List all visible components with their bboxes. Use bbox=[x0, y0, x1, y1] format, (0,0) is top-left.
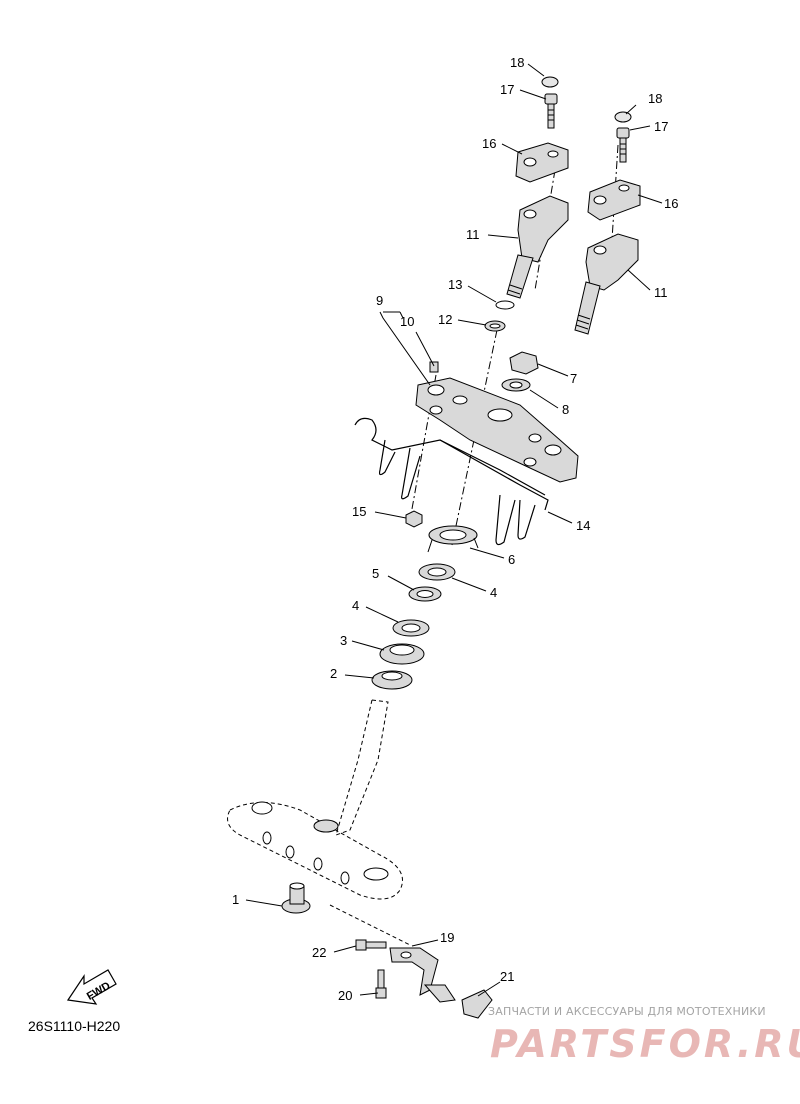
label-4-right: 4 bbox=[490, 585, 497, 600]
ring-nut-4-upper bbox=[418, 563, 456, 581]
washer-13 bbox=[495, 300, 515, 310]
label-11-left: 11 bbox=[466, 227, 480, 242]
label-9: 9 bbox=[376, 293, 383, 308]
label-17-left: 17 bbox=[500, 82, 514, 97]
label-16-right: 16 bbox=[664, 196, 678, 211]
wire-guide-14 bbox=[354, 417, 549, 546]
fwd-arrow-icon: FWD bbox=[66, 969, 117, 1005]
label-6: 6 bbox=[508, 552, 515, 567]
stem-collar bbox=[251, 801, 389, 885]
bearing-cover-3 bbox=[379, 643, 425, 665]
label-11-right: 11 bbox=[654, 285, 668, 300]
cap-18-right bbox=[614, 111, 632, 123]
label-19: 19 bbox=[440, 930, 454, 945]
center-axis-lines bbox=[409, 144, 619, 546]
holder-11-left bbox=[506, 195, 569, 299]
bearing-2 bbox=[371, 670, 413, 690]
ring-nut-4-lower bbox=[392, 619, 430, 637]
label-22: 22 bbox=[312, 945, 326, 960]
bolt-20 bbox=[375, 969, 387, 999]
nut-15 bbox=[405, 510, 423, 528]
upper-bracket-9 bbox=[415, 377, 579, 483]
label-12: 12 bbox=[438, 312, 452, 327]
label-5: 5 bbox=[372, 566, 379, 581]
clamp-16-right bbox=[587, 179, 641, 221]
label-13: 13 bbox=[448, 277, 462, 292]
clip-21 bbox=[461, 989, 493, 1019]
bolt-17-right bbox=[616, 127, 630, 163]
label-20: 20 bbox=[338, 988, 352, 1003]
bolt-17-left bbox=[544, 93, 558, 129]
part-number-labels: 18 17 16 11 13 12 9 10 7 8 15 14 6 5 4 4… bbox=[232, 55, 678, 1003]
diagram-code: 26S1110-H220 bbox=[28, 1018, 121, 1034]
label-17-right: 17 bbox=[654, 119, 668, 134]
label-7: 7 bbox=[570, 371, 577, 386]
label-10: 10 bbox=[400, 314, 414, 329]
lower-bracket bbox=[227, 699, 411, 946]
lock-washer-6 bbox=[427, 525, 479, 553]
label-14: 14 bbox=[576, 518, 590, 533]
watermark-tagline: ЗАПЧАСТИ И АКСЕССУАРЫ ДЛЯ МОТОТЕХНИКИ bbox=[488, 1005, 766, 1018]
label-18-left: 18 bbox=[510, 55, 524, 70]
label-16-left: 16 bbox=[482, 136, 496, 151]
clamp-16-left bbox=[515, 142, 569, 183]
leader-lines bbox=[245, 63, 663, 997]
label-2: 2 bbox=[330, 666, 337, 681]
label-15: 15 bbox=[352, 504, 366, 519]
watermark-brand: PARTSFOR.RU bbox=[490, 1022, 800, 1066]
label-4-left: 4 bbox=[352, 598, 359, 613]
washer-8 bbox=[501, 378, 531, 392]
bushing-1 bbox=[281, 882, 311, 914]
label-1: 1 bbox=[232, 892, 239, 907]
cap-18-left bbox=[541, 76, 559, 88]
bolt-10 bbox=[429, 361, 439, 373]
label-3: 3 bbox=[340, 633, 347, 648]
bolt-22 bbox=[355, 939, 387, 951]
label-18-right: 18 bbox=[648, 91, 662, 106]
label-21: 21 bbox=[500, 969, 514, 984]
bracket-19 bbox=[389, 947, 456, 1003]
holder-11-right bbox=[574, 233, 639, 335]
washer-5 bbox=[408, 586, 442, 602]
nut-7 bbox=[509, 351, 539, 375]
label-8: 8 bbox=[562, 402, 569, 417]
